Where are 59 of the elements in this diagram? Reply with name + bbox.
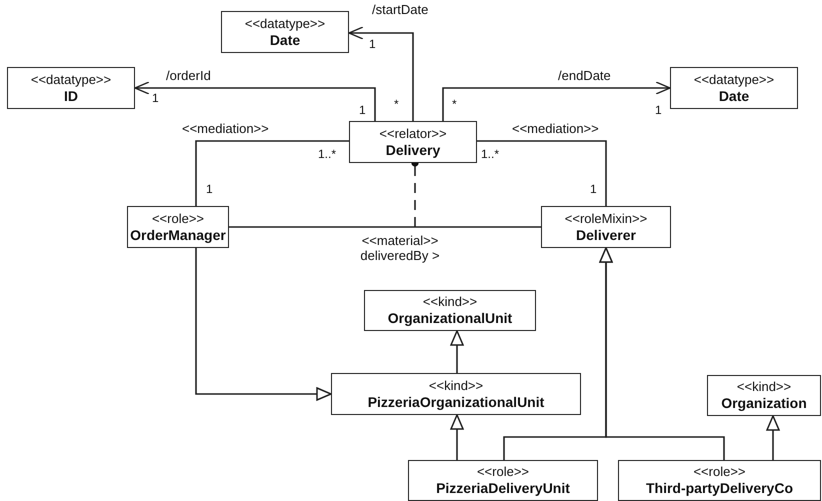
stereotype-label: <<datatype>>	[244, 16, 326, 32]
class-name: Delivery	[386, 142, 440, 158]
association-line	[477, 140, 607, 206]
stereotype-label: <<role>>	[693, 464, 746, 480]
class-name: Third-partyDeliveryCo	[646, 480, 794, 497]
class-box	[707, 375, 821, 416]
class-name: PizzeriaOrganizationalUnit	[368, 394, 544, 410]
class-box	[349, 121, 477, 163]
multiplicity-label: 1	[152, 92, 159, 105]
stereotype-label: <<datatype>>	[30, 72, 112, 88]
stereotype-label: <<kind>>	[428, 378, 484, 394]
association-line	[195, 140, 349, 206]
edge-label: /startDate	[372, 2, 428, 17]
class-box	[127, 206, 229, 248]
stereotype-label: <<datatype>>	[694, 72, 774, 88]
edge-label: <<mediation>>	[512, 121, 599, 136]
class-name: ID	[64, 88, 78, 104]
association-arrow	[134, 81, 376, 121]
class-name: Date	[718, 88, 750, 104]
class-box	[221, 11, 349, 53]
multiplicity-label: 1	[359, 104, 366, 117]
stereotype-label: <<kind>>	[736, 379, 792, 395]
multiplicity-label: *	[452, 98, 457, 111]
association-arrow	[348, 26, 414, 121]
multiplicity-label: 1	[206, 183, 213, 196]
edge-label: <<mediation>>	[182, 121, 269, 136]
multiplicity-label: 1..*	[318, 148, 336, 161]
multiplicity-label: 1..*	[481, 148, 500, 161]
generalization-arrow	[766, 415, 780, 460]
class-box	[618, 460, 821, 501]
association-arrow	[442, 81, 671, 121]
stereotype-label: <<roleMixin>>	[564, 210, 648, 226]
class-box	[541, 206, 671, 248]
multiplicity-label: 1	[369, 38, 376, 51]
generalization-arrow	[195, 248, 332, 401]
stereotype-label: <<role>>	[476, 464, 530, 480]
class-box	[364, 290, 536, 331]
class-box	[408, 460, 598, 501]
class-box	[7, 67, 135, 109]
edge-label: /orderId	[166, 68, 211, 83]
stereotype-label: <<relator>>	[379, 126, 447, 142]
generalization-arrow	[599, 247, 725, 460]
generalization-arrow	[450, 414, 464, 460]
stereotype-label: <<kind>>	[422, 294, 478, 310]
edge-label: /endDate	[558, 68, 611, 83]
multiplicity-label: 1	[655, 104, 662, 117]
class-box	[331, 373, 581, 415]
multiplicity-label: *	[394, 98, 399, 111]
class-name: PizzeriaDeliveryUnit	[436, 480, 570, 497]
multiplicity-label: 1	[590, 183, 597, 196]
class-name: OrderManager	[130, 226, 226, 244]
class-name: Deliverer	[576, 226, 636, 244]
generalization-arrow	[450, 330, 464, 373]
stereotype-label: <<role>>	[152, 210, 204, 226]
class-name: OrganizationalUnit	[388, 310, 512, 327]
class-name: Date	[270, 32, 300, 48]
class-box	[670, 67, 798, 109]
class-name: Organization	[721, 395, 807, 412]
association-line	[229, 226, 541, 228]
